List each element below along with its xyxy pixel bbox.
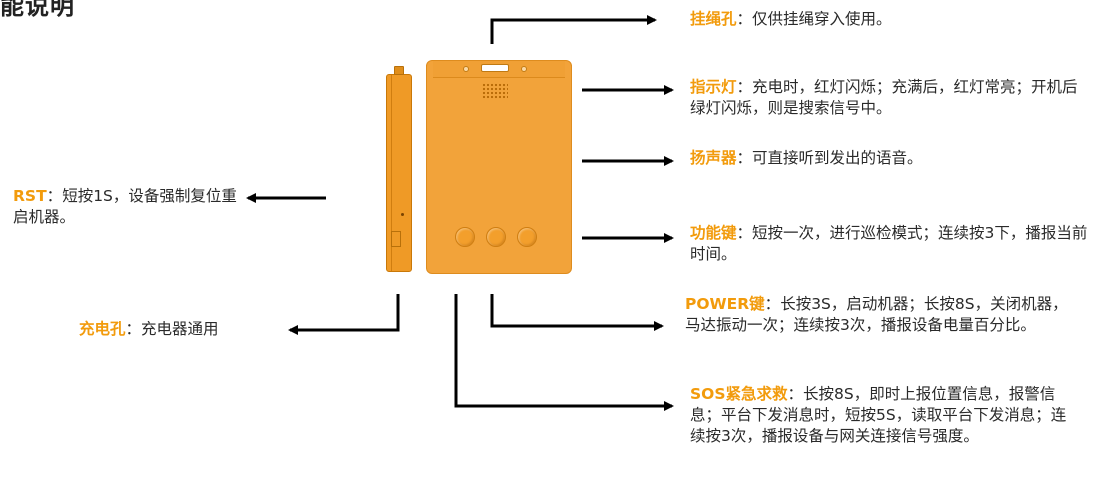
device-front-view <box>426 60 572 274</box>
callout-speaker: 扬声器：可直接听到发出的语音。 <box>690 148 923 169</box>
callout-desc: 短按1S，设备强制复位重启机器。 <box>13 187 237 226</box>
callout-power-key: POWER键：长按3S，启动机器；长按8S，关闭机器，马达振动一次；连续按3次，… <box>685 294 1080 336</box>
callout-term: 充电孔 <box>79 320 126 338</box>
function-button <box>455 227 475 247</box>
callout-separator: ： <box>736 224 753 242</box>
speaker-grille <box>482 83 508 99</box>
callout-desc: 充电器通用 <box>141 320 219 338</box>
callout-desc: 仅供挂绳穿入使用。 <box>752 10 892 28</box>
side-view-edge <box>391 75 392 271</box>
arrow-charge-port <box>288 294 400 335</box>
callout-term: 扬声器 <box>690 149 737 167</box>
callout-sos-key: SOS紧急求救：长按8S，即时上报位置信息，报警信息；平台下发消息时，短按5S，… <box>690 384 1075 447</box>
callout-term: 功能键 <box>690 224 737 242</box>
screw-icon <box>521 66 527 72</box>
arrow-hang-hole <box>490 15 657 44</box>
callout-separator: ： <box>125 320 142 338</box>
side-view-lanyard-stub <box>394 66 404 75</box>
callout-rst: RST：短按1S，设备强制复位重启机器。 <box>13 186 245 228</box>
callout-separator: ： <box>46 187 63 205</box>
page-heading: 能说明 <box>0 0 75 20</box>
callout-term: SOS紧急求救 <box>690 385 788 403</box>
callout-indicator: 指示灯：充电时，红灯闪烁；充满后，红灯常亮；开机后绿灯闪烁，则是搜索信号中。 <box>690 77 1090 119</box>
callout-charge-port: 充电孔：充电器通用 <box>79 319 219 340</box>
callout-separator: ： <box>736 10 753 28</box>
charge-port <box>391 231 401 247</box>
callout-desc: 可直接听到发出的语音。 <box>752 149 923 167</box>
rst-button <box>401 213 404 216</box>
arrow-power-key <box>490 294 664 331</box>
callout-separator: ： <box>764 295 781 313</box>
callout-desc: 长按3S，启动机器；长按8S，关闭机器，马达振动一次；连续按3次，播报设备电量百… <box>685 295 1068 334</box>
callout-term: POWER键 <box>685 295 765 313</box>
power-button <box>486 227 506 247</box>
callout-term: 指示灯 <box>690 78 737 96</box>
callout-desc: 充电时，红灯闪烁；充满后，红灯常亮；开机后绿灯闪烁，则是搜索信号中。 <box>690 78 1078 117</box>
lanyard-hole <box>481 64 509 72</box>
callout-hang-hole: 挂绳孔：仅供挂绳穿入使用。 <box>690 9 892 30</box>
callout-separator: ： <box>787 385 804 403</box>
callout-desc: 短按一次，进行巡检模式；连续按3下，播报当前时间。 <box>690 224 1088 263</box>
screw-icon <box>463 66 469 72</box>
callout-separator: ： <box>736 78 753 96</box>
callout-separator: ： <box>736 149 753 167</box>
sos-button <box>517 227 537 247</box>
callout-desc: 长按8S，即时上报位置信息，报警信息；平台下发消息时，短按5S，读取平台下发消息… <box>690 385 1067 445</box>
callout-term: RST <box>13 187 47 205</box>
arrow-sos-key <box>454 294 674 411</box>
device-side-view <box>386 66 412 272</box>
callout-term: 挂绳孔 <box>690 10 737 28</box>
callout-function-key: 功能键：短按一次，进行巡检模式；连续按3下，播报当前时间。 <box>690 223 1090 265</box>
